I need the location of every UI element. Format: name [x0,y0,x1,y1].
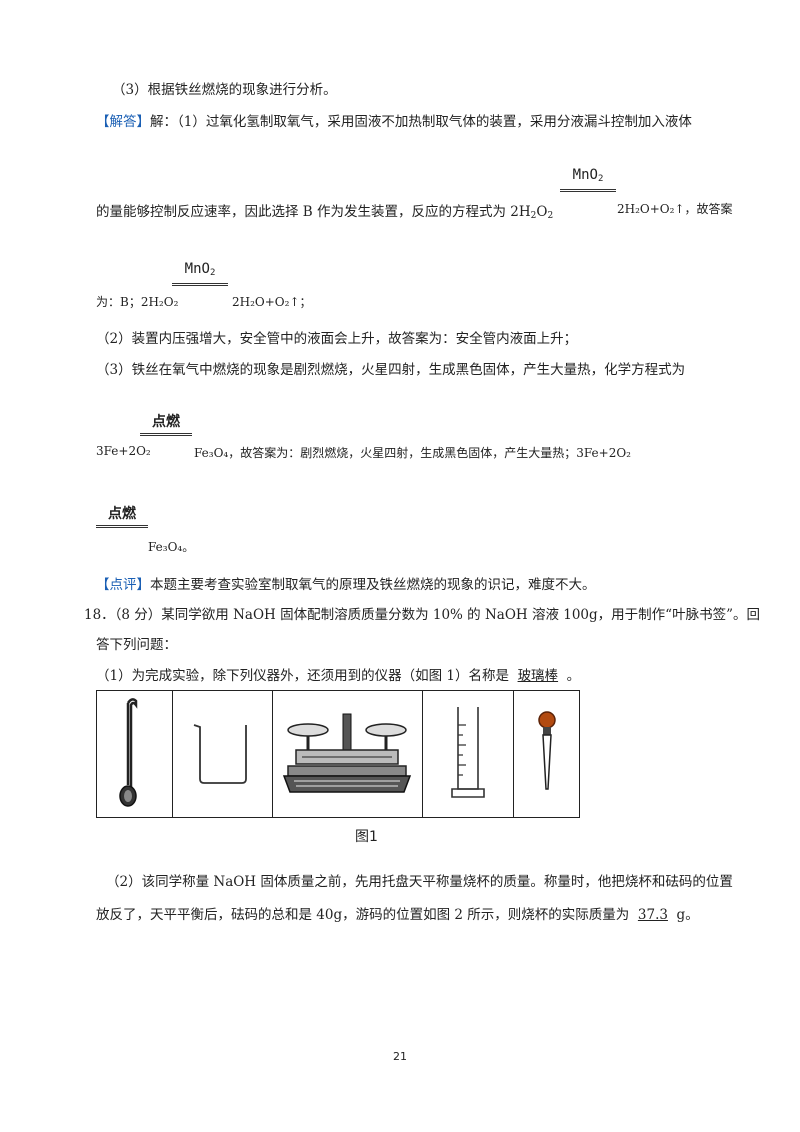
beaker-cell [171,690,273,818]
condition-label: MnO2 [572,167,604,184]
answer-beaker-mass: 37.3 [637,907,668,923]
question-18-line-2: 答下列问题： [96,637,177,653]
answer-glass-rod: 玻璃棒 [517,668,559,684]
answer-line-4: （2）装置内压强增大，安全管中的液面会上升，故答案为：安全管内液面上升； [96,331,578,347]
page-number: 21 [393,1050,407,1063]
condition-ignite-2: 点燃 [96,506,148,528]
dropper-icon [537,711,556,790]
figure-caption: 图1 [355,829,378,845]
condition-label: MnO2 [184,261,216,278]
answer-line-5: （3）铁丝在氧气中燃烧的现象是剧烈燃烧，火星四射，生成黑色固体，产生大量热，化学… [96,362,686,378]
answer-line-3: 为：B；2H₂O₂ [96,295,179,309]
condition-mno2-1: MnO2 [560,168,616,192]
answer-line-3-product: 2H₂O+O₂↑； [232,295,312,309]
question-18-line-1: 18．（8 分）某同学欲用 NaOH 固体配制溶质质量分数为 10% 的 NaO… [84,607,760,623]
answer-line-6-reactant: 3Fe+2O₂ [96,444,151,458]
comment-line: 【点评】本题主要考查实验室制取氧气的原理及铁丝燃烧的现象的识记，难度不大。 [96,577,596,593]
question-18-part-1: （1）为完成实验，除下列仪器外，还须用到的仪器（如图 1）名称是 玻璃棒 。 [96,668,581,684]
condition-ignite-1: 点燃 [140,414,192,436]
beaker-icon [193,724,248,784]
instrument-figure [96,690,580,818]
measuring-cylinder-icon [451,707,485,798]
answer-line-7: Fe₃O₄。 [148,540,195,554]
line-hint-3: （3）根据铁丝燃烧的现象进行分析。 [112,82,337,98]
condition-mno2-2: MnO2 [172,262,228,286]
question-18-part-2-line-1: （2）该同学称量 NaOH 固体质量之前，先用托盘天平称量烧杯的质量。称量时，他… [106,874,733,890]
cylinder-cell [421,690,515,818]
dianping-tag: 【点评】 [96,577,150,593]
answer-line-2-product: 2H₂O+O₂↑，故答案 [617,202,733,216]
medicine-spoon-icon [119,698,138,807]
answer-line-6: Fe₃O₄，故答案为：剧烈燃烧，火星四射，生成黑色固体，产生大量热；3Fe+2O… [194,446,631,460]
balance-scale-icon [283,713,412,793]
jieda-tag: 【解答】 [96,114,150,130]
spoon-cell [96,690,173,818]
jieda-text: 解：（1）过氧化氢制取氧气，采用固液不加热制取气体的装置，采用分液漏斗控制加入液… [150,114,692,130]
question-18-part-2-line-2: 放反了，天平平衡后，砝码的总和是 40g，游码的位置如图 2 所示，则烧杯的实际… [96,907,699,923]
balance-cell [271,690,423,818]
dropper-cell [513,690,580,818]
answer-line-2: 的量能够控制反应速率，因此选择 B 作为发生装置，反应的方程式为 2H2O2 [96,204,554,221]
answer-line-1: 【解答】解：（1）过氧化氢制取氧气，采用固液不加热制取气体的装置，采用分液漏斗控… [96,110,692,130]
